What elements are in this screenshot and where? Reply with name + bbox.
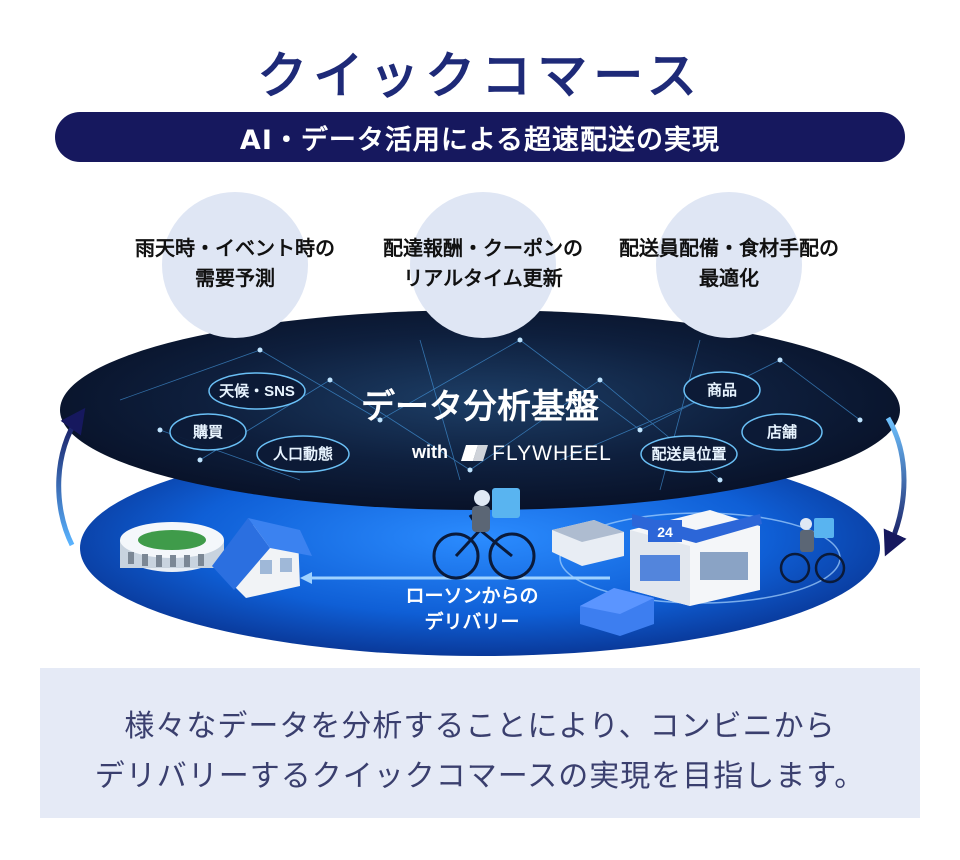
bubble-line1: 配送員配備・食材手配の: [619, 236, 839, 260]
data-label-product: 商品: [707, 381, 737, 399]
platform-brand: FLYWHEEL: [492, 442, 612, 465]
bubble-line1: 配達報酬・クーポンの: [383, 236, 583, 260]
bubble-line2: 需要予測: [195, 266, 275, 290]
small-building-icon: [552, 520, 624, 566]
network-nodes: [157, 337, 863, 483]
platform-title: データ分析基盤: [361, 387, 599, 426]
convenience-store-icon: 24: [630, 510, 762, 606]
bubble-demand-forecast-text: 雨天時・イベント時の 需要予測: [115, 233, 355, 293]
bubble-demand-forecast: [162, 192, 308, 338]
subtitle-text: AI・データ活用による超速配送の実現: [239, 124, 721, 156]
house-icon: [212, 518, 312, 598]
stadium-icon: [120, 522, 224, 572]
data-label-weather: 天候・SNS: [219, 382, 295, 400]
data-label-glows: [169, 371, 823, 473]
delivery-label-line1: ローソンからの: [405, 585, 538, 607]
courier-icon: [472, 488, 520, 532]
warehouse-icon: [580, 588, 654, 636]
caption-line2: デリバリーするクイックコマースの実現を目指します。: [94, 759, 866, 794]
caption-box: 様々なデータを分析することにより、コンビニから デリバリーするクイックコマースの…: [40, 668, 920, 818]
flywheel-logo-icon: [461, 445, 488, 461]
caption-line1: 様々なデータを分析することにより、コンビニから: [124, 709, 836, 744]
delivery-label-line2: デリバリー: [424, 610, 519, 633]
bubble-realtime-update-text: 配達報酬・クーポンの リアルタイム更新: [363, 233, 603, 293]
platform-with: with: [411, 442, 448, 462]
data-label-population: 人口動態: [273, 445, 333, 463]
caption-text: 様々なデータを分析することにより、コンビニから デリバリーするクイックコマースの…: [40, 702, 920, 802]
bubble-optimization-text: 配送員配備・食材手配の 最適化: [609, 233, 849, 293]
bubble-optimization: [656, 192, 802, 338]
bubble-line1: 雨天時・イベント時の: [135, 236, 335, 260]
data-label-purchase: 購買: [192, 423, 223, 441]
bubble-line2: リアルタイム更新: [403, 266, 563, 290]
cycle-arrow-right: [883, 416, 907, 557]
data-label-courier: 配送員位置: [651, 445, 726, 463]
cycle-arrow-left: [56, 407, 86, 547]
page-title: クイックコマース: [257, 47, 703, 105]
cyclist-right-icon: [779, 518, 846, 584]
data-label-store: 店舗: [767, 423, 797, 441]
bubble-realtime-update: [410, 192, 556, 338]
store-sign-label: 24: [657, 524, 673, 540]
bubble-line2: 最適化: [699, 266, 759, 290]
subtitle-banner: AI・データ活用による超速配送の実現: [55, 112, 905, 162]
